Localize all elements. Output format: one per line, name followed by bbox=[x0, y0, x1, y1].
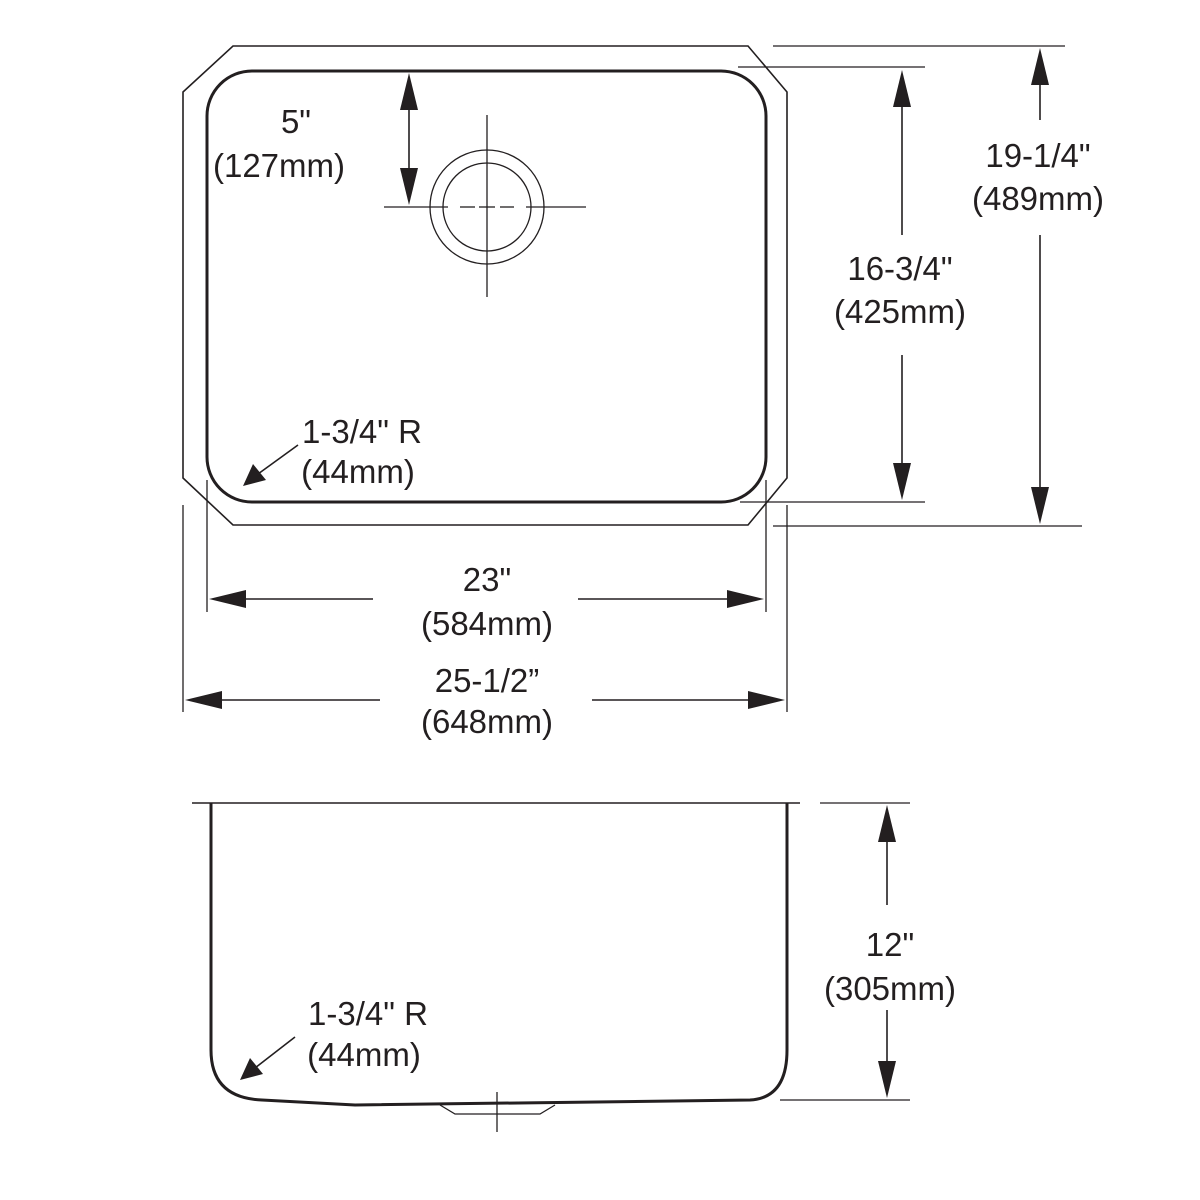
drain-opening bbox=[384, 115, 586, 297]
depth-imperial: 12" bbox=[866, 926, 914, 963]
sink-outer-rim bbox=[182, 45, 788, 526]
bowl-width-dimension: 23" (584mm) bbox=[209, 561, 764, 642]
top-view: 5" (127mm) 1-3/4" R (44mm) 16-3/4" (425m… bbox=[182, 45, 1104, 740]
bowl-length-imperial: 16-3/4" bbox=[847, 250, 952, 287]
drain-offset-metric: (127mm) bbox=[213, 147, 345, 184]
overall-width-dimension: 25-1/2” (648mm) bbox=[185, 662, 785, 740]
corner-radius-callout: 1-3/4" R (44mm) bbox=[243, 413, 422, 490]
overall-length-dimension: 19-1/4" (489mm) bbox=[773, 45, 1104, 527]
side-radius-imperial: 1-3/4" R bbox=[308, 995, 428, 1032]
depth-dimension: 12" (305mm) bbox=[780, 802, 956, 1101]
sink-side-profile bbox=[209, 803, 789, 1107]
drain-offset-dimension: 5" (127mm) bbox=[213, 73, 418, 205]
sink-bowl-outline bbox=[205, 69, 768, 504]
overall-width-metric: (648mm) bbox=[421, 703, 553, 740]
bowl-length-metric: (425mm) bbox=[834, 293, 966, 330]
bowl-length-dimension: 16-3/4" (425mm) bbox=[738, 66, 966, 503]
overall-length-metric: (489mm) bbox=[972, 180, 1104, 217]
bowl-width-metric: (584mm) bbox=[421, 605, 553, 642]
drain-offset-imperial: 5" bbox=[281, 103, 311, 140]
side-radius-metric: (44mm) bbox=[307, 1036, 421, 1073]
corner-radius-metric: (44mm) bbox=[301, 453, 415, 490]
bowl-width-imperial: 23" bbox=[463, 561, 511, 598]
overall-width-imperial: 25-1/2” bbox=[435, 662, 540, 699]
depth-metric: (305mm) bbox=[824, 970, 956, 1007]
side-view: 1-3/4" R (44mm) 12" (305mm) bbox=[192, 802, 956, 1132]
corner-radius-imperial: 1-3/4" R bbox=[302, 413, 422, 450]
side-radius-callout: 1-3/4" R (44mm) bbox=[240, 995, 428, 1080]
overall-length-imperial: 19-1/4" bbox=[985, 137, 1090, 174]
